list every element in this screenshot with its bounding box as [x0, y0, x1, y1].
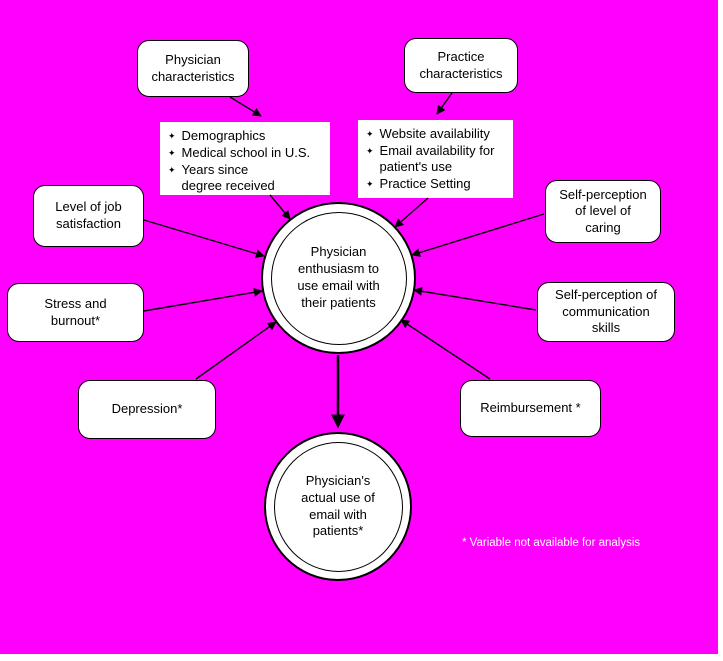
node-label-line: Physician — [165, 51, 221, 67]
node-label-line: Self-perception of — [555, 287, 657, 303]
list-physician-details: ✦ Demographics ✦ Medical school in U.S. … — [160, 122, 330, 195]
circle-label-line: their patients — [301, 294, 376, 310]
node-self-perception-communication: Self-perception of communication skills — [537, 282, 675, 342]
circle-label-line: email with — [309, 506, 367, 522]
diamond-bullet-icon: ✦ — [168, 131, 176, 141]
node-depression: Depression* — [78, 380, 216, 439]
node-label-line: burnout* — [50, 312, 101, 328]
circle-label-line: enthusiasm to — [298, 261, 379, 277]
node-physician-enthusiasm-circle: Physician enthusiasm to use email with t… — [261, 202, 416, 354]
node-self-perception-caring: Self-perception of level of caring — [545, 180, 661, 243]
node-label-line: communication — [562, 303, 650, 319]
circle-label-line: Physician's — [305, 472, 371, 488]
bullet-item: ✦ Email availability for patient's use — [366, 143, 505, 175]
bullet-item-text: Years since degree received — [181, 162, 275, 193]
node-label-line: Practice — [437, 48, 485, 64]
bullet-item-text: Demographics — [181, 128, 266, 143]
circle-inner-ring: Physician's actual use of email with pat… — [273, 441, 403, 572]
bullet-item: ✦ Demographics — [168, 128, 322, 144]
circle-label-line: patients* — [312, 523, 364, 539]
bullet-item: ✦ Practice Setting — [366, 176, 505, 192]
node-label-line: Level of job — [55, 199, 122, 215]
node-label-line: Self-perception — [559, 186, 647, 202]
bullet-item: ✦ Medical school in U.S. — [168, 145, 322, 161]
node-practice-characteristics: Practice characteristics — [404, 38, 518, 93]
node-stress-and-burnout: Stress and burnout* — [7, 283, 144, 342]
list-practice-details: ✦ Website availability ✦ Email availabil… — [358, 120, 513, 198]
bullet-item-text: Practice Setting — [379, 175, 471, 191]
node-actual-use-circle: Physician's actual use of email with pat… — [264, 432, 412, 581]
node-label-line: caring — [585, 219, 621, 235]
bullet-item-text: Email availability for patient's use — [379, 143, 495, 174]
diamond-bullet-icon: ✦ — [366, 178, 374, 189]
diamond-bullet-icon: ✦ — [168, 148, 176, 158]
node-reimbursement: Reimbursement * — [460, 380, 601, 437]
node-label-line: of level of — [575, 203, 631, 219]
circle-label-line: actual use of — [301, 489, 375, 505]
diamond-bullet-icon: ✦ — [168, 165, 176, 175]
bullet-item: ✦ Years since degree received — [168, 162, 322, 194]
circle-inner-ring: Physician enthusiasm to use email with t… — [270, 211, 407, 345]
node-label-line: characteristics — [151, 68, 235, 84]
bullet-item-text: Medical school in U.S. — [181, 145, 311, 160]
node-label-line: characteristics — [419, 65, 503, 81]
diamond-bullet-icon: ✦ — [366, 129, 374, 139]
bullet-item: ✦ Website availability — [366, 126, 505, 142]
bullet-item-text: Website availability — [379, 126, 490, 141]
node-label-line: Stress and — [44, 295, 107, 311]
node-label-line: skills — [591, 320, 621, 336]
node-label-line: satisfaction — [55, 216, 122, 231]
footnote-text: * Variable not available for analysis — [462, 537, 641, 549]
circle-label-line: Physician — [310, 244, 367, 260]
circle-label-line: use email with — [297, 278, 380, 293]
diamond-bullet-icon: ✦ — [366, 146, 374, 156]
node-level-of-job-satisfaction: Level of job satisfaction — [33, 185, 144, 247]
node-physician-characteristics: Physician characteristics — [137, 40, 249, 97]
node-label-line: Depression* — [111, 401, 183, 417]
node-label-line: Reimbursement * — [480, 400, 581, 416]
